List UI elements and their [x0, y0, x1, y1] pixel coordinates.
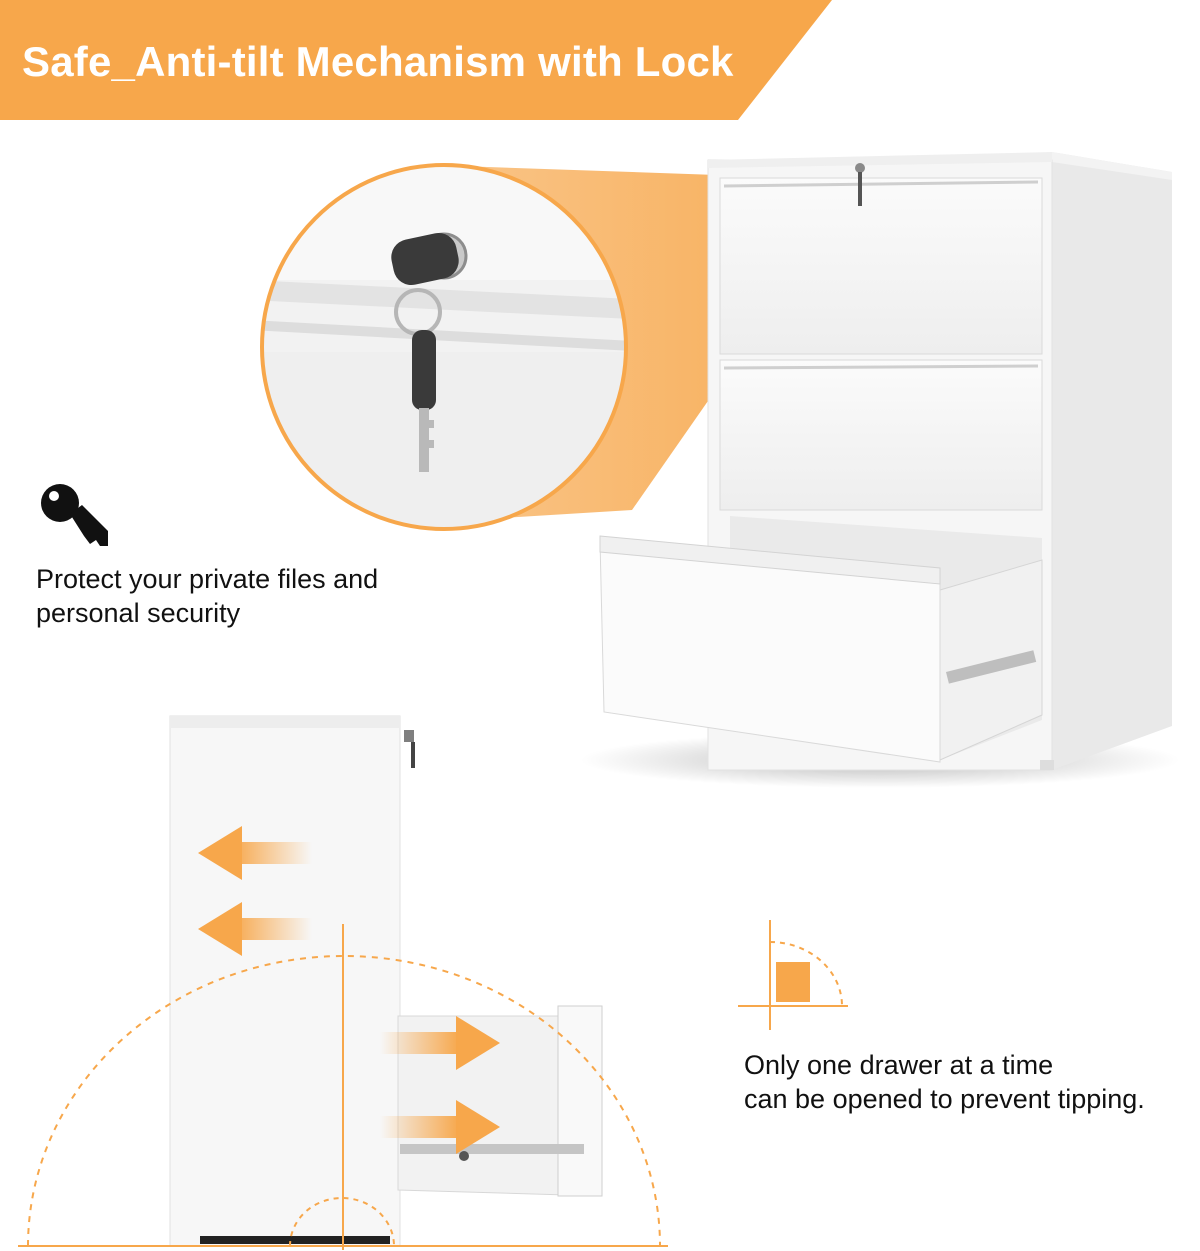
tilt-left-arrow-top-icon [198, 826, 312, 880]
security-caption-line-1: Protect your private files and [36, 564, 379, 594]
tilt-arc [27, 955, 661, 1247]
lock-zoom-view [260, 163, 628, 531]
security-caption-line-2: personal security [36, 598, 241, 628]
cabinet-lock-icon [855, 163, 865, 173]
side-view-cabinet [169, 715, 603, 1247]
anti-tilt-caption: Only one drawer at a time can be opened … [744, 1048, 1145, 1116]
main-cabinet [580, 152, 1180, 788]
security-caption: Protect your private files and personal … [36, 562, 378, 630]
page-title: Safe_Anti-tilt Mechanism with Lock [22, 38, 734, 85]
drawer-open-icon [738, 920, 848, 1030]
pull-right-arrow-bottom-icon [380, 1100, 500, 1154]
anti-tilt-caption-line-1: Only one drawer at a time [744, 1050, 1054, 1080]
pull-right-arrow-top-icon [380, 1016, 500, 1070]
anti-tilt-caption-line-2: can be opened to prevent tipping. [744, 1084, 1145, 1114]
key-icon [41, 484, 108, 546]
title-banner [0, 0, 832, 120]
tilt-left-arrow-bottom-icon [198, 902, 312, 956]
